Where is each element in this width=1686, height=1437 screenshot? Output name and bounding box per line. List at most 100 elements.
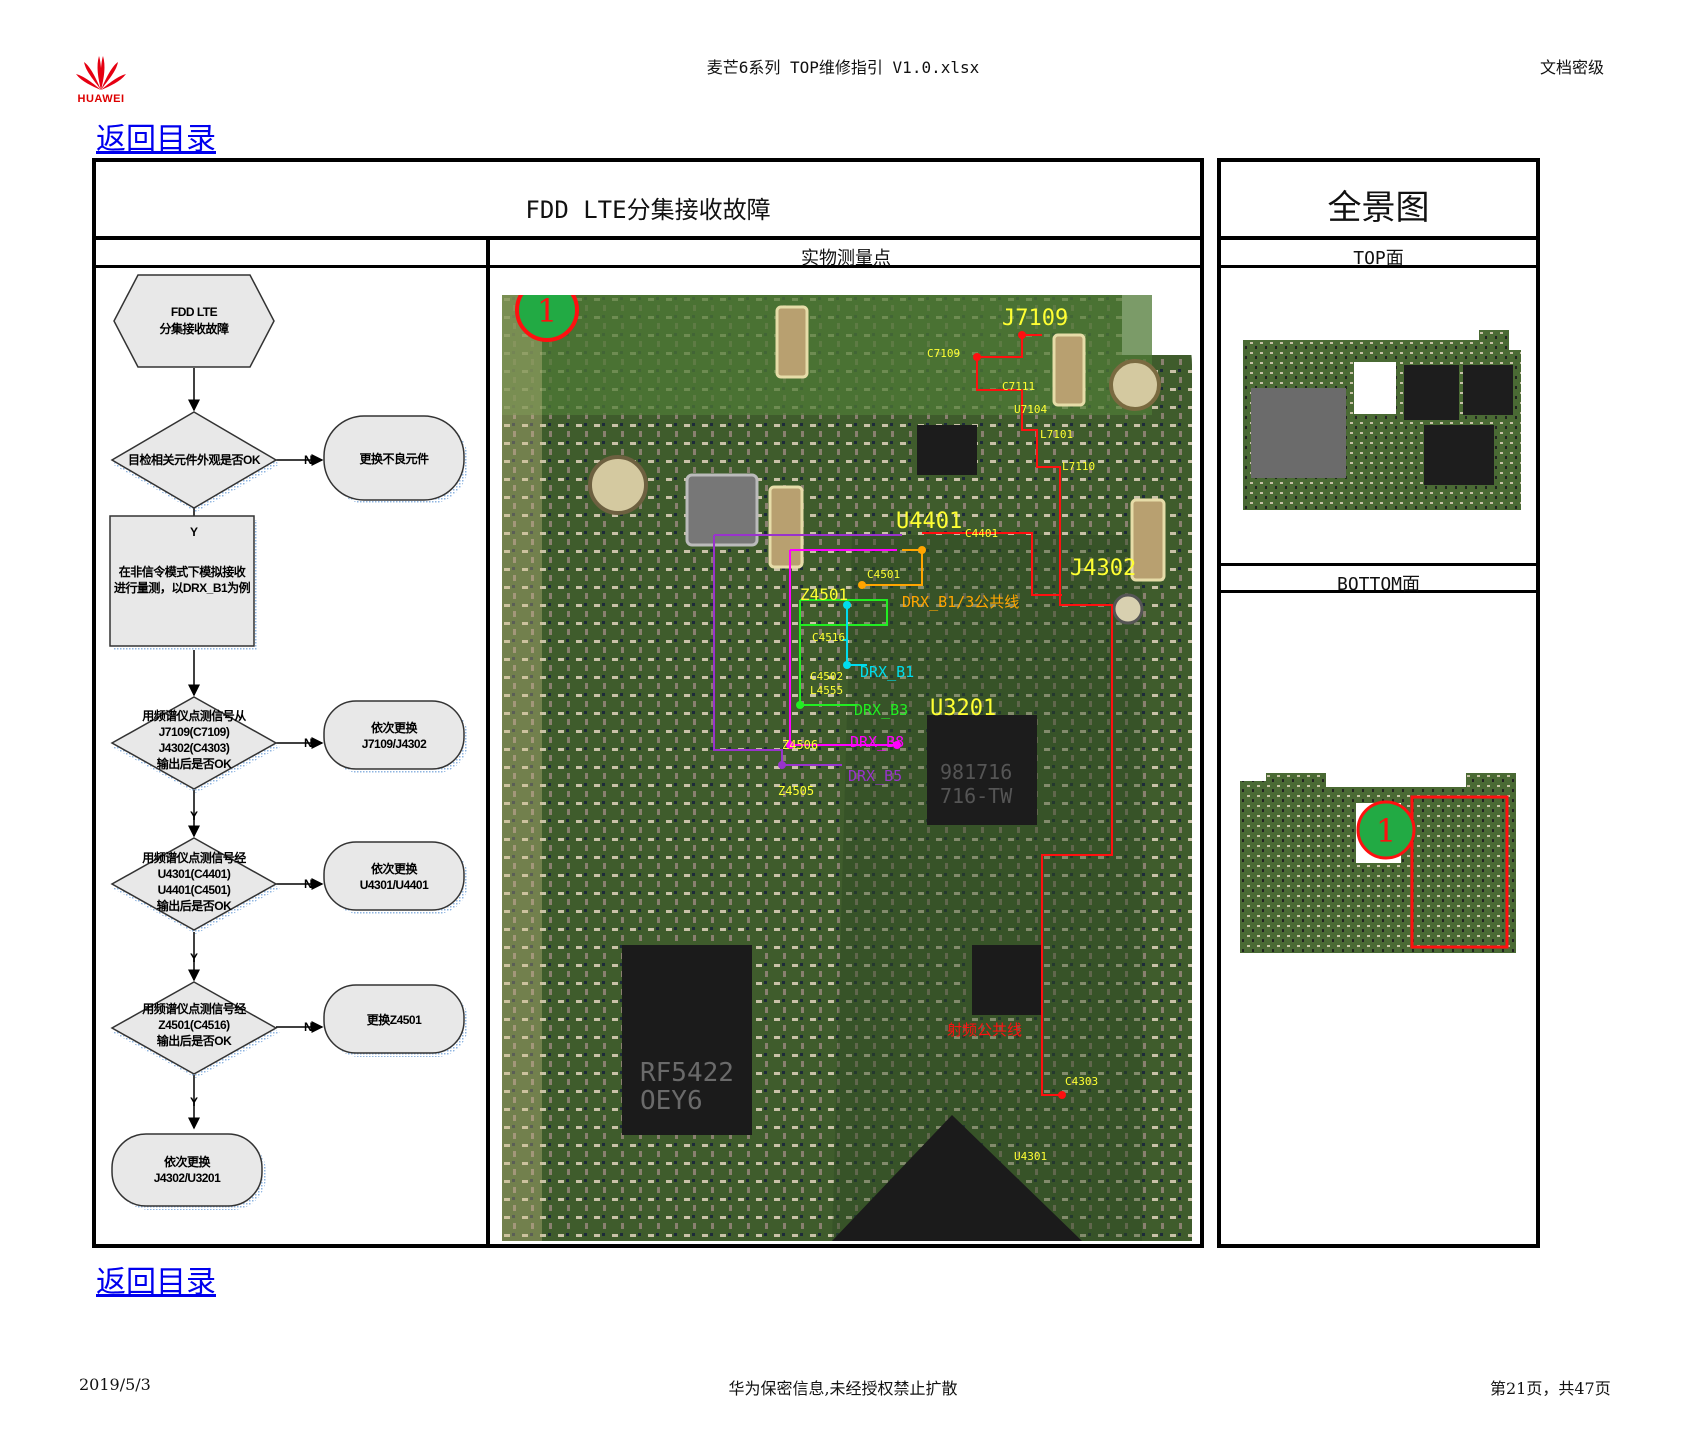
- fault-title: FDD LTE分集接收故障: [525, 196, 771, 224]
- pano-marker-circle: [1356, 800, 1416, 860]
- check-z4501-line2: Z4501(C4516): [158, 1018, 230, 1032]
- simulate-rx-node: [109, 515, 255, 647]
- check-j7109-node: [110, 696, 278, 790]
- replace-z4501-text: 更换Z4501: [367, 1012, 422, 1027]
- start-node-line1: FDD LTE: [171, 305, 218, 319]
- yes-label: Y: [190, 809, 198, 823]
- chip-marking: RF5422: [640, 1058, 734, 1088]
- document-title: 麦芒6系列 TOP维修指引 V1.0.xlsx: [706, 58, 980, 77]
- table-divider: [1217, 265, 1540, 268]
- no-label: N: [304, 877, 312, 891]
- table-divider: [1217, 236, 1540, 240]
- label-z4505: Z4505: [778, 784, 814, 798]
- no-label: N: [304, 736, 312, 750]
- label-c4303: C4303: [1065, 1075, 1098, 1088]
- replace-bad-part-text: 更换不良元件: [359, 451, 429, 466]
- replace-u4301-line1: 依次更换: [371, 861, 419, 876]
- panorama-table: [1217, 158, 1540, 1248]
- end-node: [111, 1133, 263, 1207]
- measure-points-header: 实物测量点: [801, 248, 891, 269]
- check-j7109-line3: J4302(C4303): [159, 741, 230, 755]
- check-appearance-node: [110, 411, 278, 509]
- label-drx-b3: DRX_B3: [854, 701, 908, 719]
- footer-notice: 华为保密信息,未经授权禁止扩散: [728, 1379, 958, 1398]
- label-l7101: L7101: [1040, 428, 1073, 441]
- replace-bad-part-node: [323, 415, 465, 501]
- label-drx-b1: DRX_B1: [860, 663, 914, 681]
- check-j7109-line1: 用频谱仪点测信号从: [141, 708, 246, 723]
- marker-number: 1: [537, 295, 557, 330]
- highlight-region: [1410, 795, 1509, 949]
- replace-j7109-line1: 依次更换: [371, 720, 419, 735]
- label-u7104: U7104: [1014, 403, 1047, 416]
- label-drx-b5: DRX_B5: [848, 767, 902, 785]
- replace-j7109-node: [323, 700, 465, 770]
- check-z4501-node: [110, 981, 278, 1075]
- table-divider: [92, 236, 1204, 240]
- label-c4401: C4401: [965, 527, 998, 540]
- no-label: N: [304, 453, 312, 467]
- check-z4501-line3: 输出后是否OK: [157, 1033, 232, 1048]
- back-to-toc-link[interactable]: 返回目录: [96, 122, 216, 157]
- label-c4516: C4516: [812, 631, 845, 644]
- start-node-line2: 分集接收故障: [159, 321, 229, 336]
- check-j7109-line4: 输出后是否OK: [157, 756, 232, 771]
- panorama-bottom-board: 1: [1240, 773, 1516, 953]
- footer-page-number: 第21页，共47页: [1490, 1379, 1611, 1398]
- table-divider: [1217, 590, 1540, 593]
- end-node-line2: J4302/U3201: [154, 1171, 221, 1185]
- table-divider: [92, 265, 1204, 268]
- column-divider: [486, 238, 490, 1248]
- end-node-line1: 依次更换: [164, 1154, 212, 1169]
- check-j7109-line2: J7109(C7109): [159, 725, 230, 739]
- replace-z4501-node: [323, 984, 465, 1054]
- marker-circle: [515, 295, 579, 342]
- label-c7111: C7111: [1002, 380, 1035, 393]
- label-j7109: J7109: [1002, 306, 1068, 331]
- document-classification: 文档密级: [1540, 58, 1605, 77]
- check-z4501-line1: 用频谱仪点测信号经: [141, 1001, 246, 1016]
- label-z4506: Z4506: [782, 738, 818, 752]
- no-label: N: [304, 1020, 312, 1034]
- back-to-toc-link-bottom[interactable]: 返回目录: [96, 1265, 216, 1300]
- panorama-top-board: [1243, 330, 1521, 510]
- label-l4555: L4555: [810, 684, 843, 697]
- check-appearance-text: 目检相关元件外观是否OK: [128, 452, 261, 467]
- start-node: [113, 274, 275, 368]
- label-j4302: J4302: [1070, 556, 1136, 581]
- bottom-side-label: BOTTOM面: [1336, 574, 1421, 595]
- check-u4301-line2: U4301(C4401): [158, 867, 231, 881]
- yes-label: Y: [190, 951, 198, 965]
- label-c4502: C4502: [810, 670, 843, 683]
- yes-label: Y: [190, 1095, 198, 1109]
- check-u4301-line4: 输出后是否OK: [157, 898, 232, 913]
- label-u3201: U3201: [930, 696, 996, 721]
- label-z4501: Z4501: [800, 585, 848, 604]
- replace-u4301-line2: U4301/U4401: [360, 878, 429, 892]
- label-l7110: L7110: [1062, 460, 1095, 473]
- label-c4501: C4501: [867, 568, 900, 581]
- table-divider: [1217, 563, 1540, 566]
- replace-j7109-line2: J7109/J4302: [362, 737, 427, 751]
- panorama-title: 全景图: [1327, 188, 1430, 228]
- logo-wordmark: HUAWEI: [77, 93, 125, 105]
- label-u4301: U4301: [1014, 1150, 1047, 1163]
- troubleshooting-flowchart: FDD LTE 分集接收故障 目检相关元件外观是否OK 更换不良元件 在非信令模…: [109, 274, 468, 1210]
- pcb-measure-photo: RF5422 OEY6 981716 716-TW 1 J7109 C7109: [502, 295, 1192, 1241]
- simulate-rx-line1: 在非信令模式下模拟接收: [119, 564, 246, 579]
- huawei-petal-icon: [76, 56, 126, 90]
- top-side-label: TOP面: [1353, 248, 1404, 269]
- replace-u4301-node: [323, 841, 465, 911]
- chip-marking: OEY6: [640, 1086, 703, 1116]
- label-drx-b8: DRX_B8: [850, 733, 904, 751]
- simulate-rx-line2: 进行量测，以DRX_B1为例: [114, 580, 251, 595]
- pano-marker-number: 1: [1376, 812, 1396, 850]
- label-rf-common: 射频公共线: [947, 1021, 1022, 1039]
- label-c7109: C7109: [927, 347, 960, 360]
- yes-label: Y: [190, 525, 198, 539]
- chip-marking: 716-TW: [940, 784, 1013, 808]
- check-u4301-line3: U4401(C4501): [158, 883, 231, 897]
- chip-marking: 981716: [940, 760, 1012, 784]
- huawei-logo: HUAWEI: [74, 52, 128, 105]
- footer-date: 2019/5/3: [79, 1375, 151, 1394]
